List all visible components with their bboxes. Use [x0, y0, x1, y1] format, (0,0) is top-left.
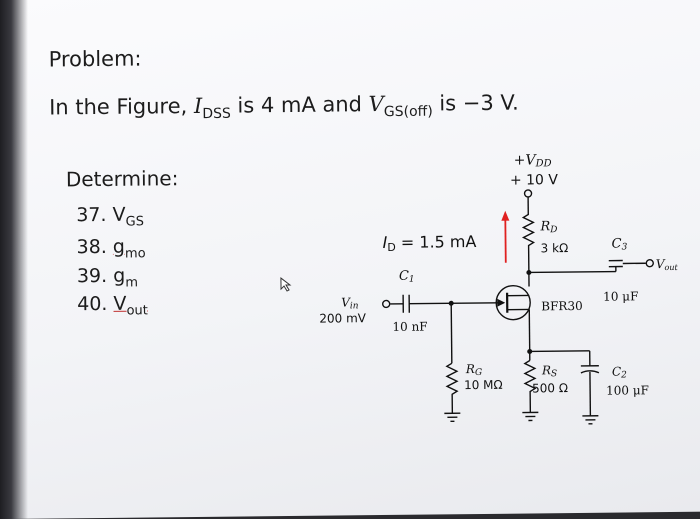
question-37: 37. VGS [76, 204, 144, 231]
rg-label: RG [465, 362, 482, 378]
vgs-value: is −3 V. [432, 90, 519, 116]
transistor-label: BFR30 [541, 299, 583, 313]
c3-label: C3 [612, 236, 628, 252]
question-symbol: gmo [112, 235, 146, 262]
question-39: 39. gm [77, 265, 138, 291]
vdd-value: + 10 V [510, 172, 559, 189]
jfet-transistor [495, 284, 531, 321]
rg-value: 10 MΩ [464, 378, 503, 392]
problem-statement: In the Figure, IDSS is 4 mA and VGS(off)… [49, 91, 519, 124]
question-symbol-letter: V [113, 292, 127, 315]
idss-subscript: DSS [202, 105, 231, 123]
vout-terminal [645, 259, 654, 268]
c2-label: C2 [612, 364, 627, 380]
vin-label: Vin [341, 295, 359, 311]
idss-symbol: I [193, 93, 203, 118]
question-symbol: V [112, 203, 126, 226]
rd-resistor [521, 210, 536, 251]
question-subscript: m [125, 275, 139, 291]
c1-label: C1 [399, 269, 415, 285]
vin-value: 200 mV [319, 311, 367, 325]
vdd-label: +VDD [514, 152, 552, 169]
vin-terminal [382, 299, 391, 309]
rg-resistor [445, 362, 459, 414]
vout-label: Vout [656, 257, 679, 272]
vdd-terminal [523, 189, 533, 198]
idss-value: is 4 mA and [230, 92, 369, 118]
jfet-amplifier-schematic: +VDD + 10 V RD 3 kΩ ID = 1.5 mA C1 10 nF… [319, 152, 679, 425]
page-edge-shadow [0, 0, 28, 519]
rd-value: 3 kΩ [541, 241, 569, 255]
question-subscript: mo [124, 246, 146, 262]
c3-value: 10 μF [603, 289, 638, 303]
rs-label: RS [541, 363, 557, 379]
question-symbol-letter: g [112, 235, 126, 258]
question-38: 38. gmo [76, 235, 145, 262]
vgs-symbol: V [368, 91, 384, 117]
question-number: 40. [77, 292, 108, 316]
drain-current-label: ID = 1.5 mA [382, 232, 476, 254]
question-40: 40. Vout [77, 292, 148, 319]
c2-value: 100 μF [606, 383, 649, 397]
c1-value: 10 nF [392, 320, 427, 334]
mouse-cursor-icon [280, 277, 292, 292]
vgs-subscript: GS(off) [383, 103, 433, 121]
determine-label: Determine: [65, 166, 179, 192]
statement-prefix: In the Figure, [49, 93, 195, 120]
question-symbol: g [113, 264, 126, 287]
question-subscript: out [126, 303, 148, 319]
rs-resistor [523, 359, 537, 413]
rd-label: RD [539, 219, 557, 235]
question-symbol: Vout [113, 292, 148, 319]
question-number: 39. [76, 264, 108, 288]
question-number: 37. [76, 203, 107, 227]
problem-heading: Problem: [48, 46, 142, 72]
question-subscript: GS [125, 214, 145, 230]
question-number: 38. [76, 235, 107, 259]
rs-value: 500 Ω [532, 381, 568, 395]
drain-current-arrow [501, 210, 510, 263]
